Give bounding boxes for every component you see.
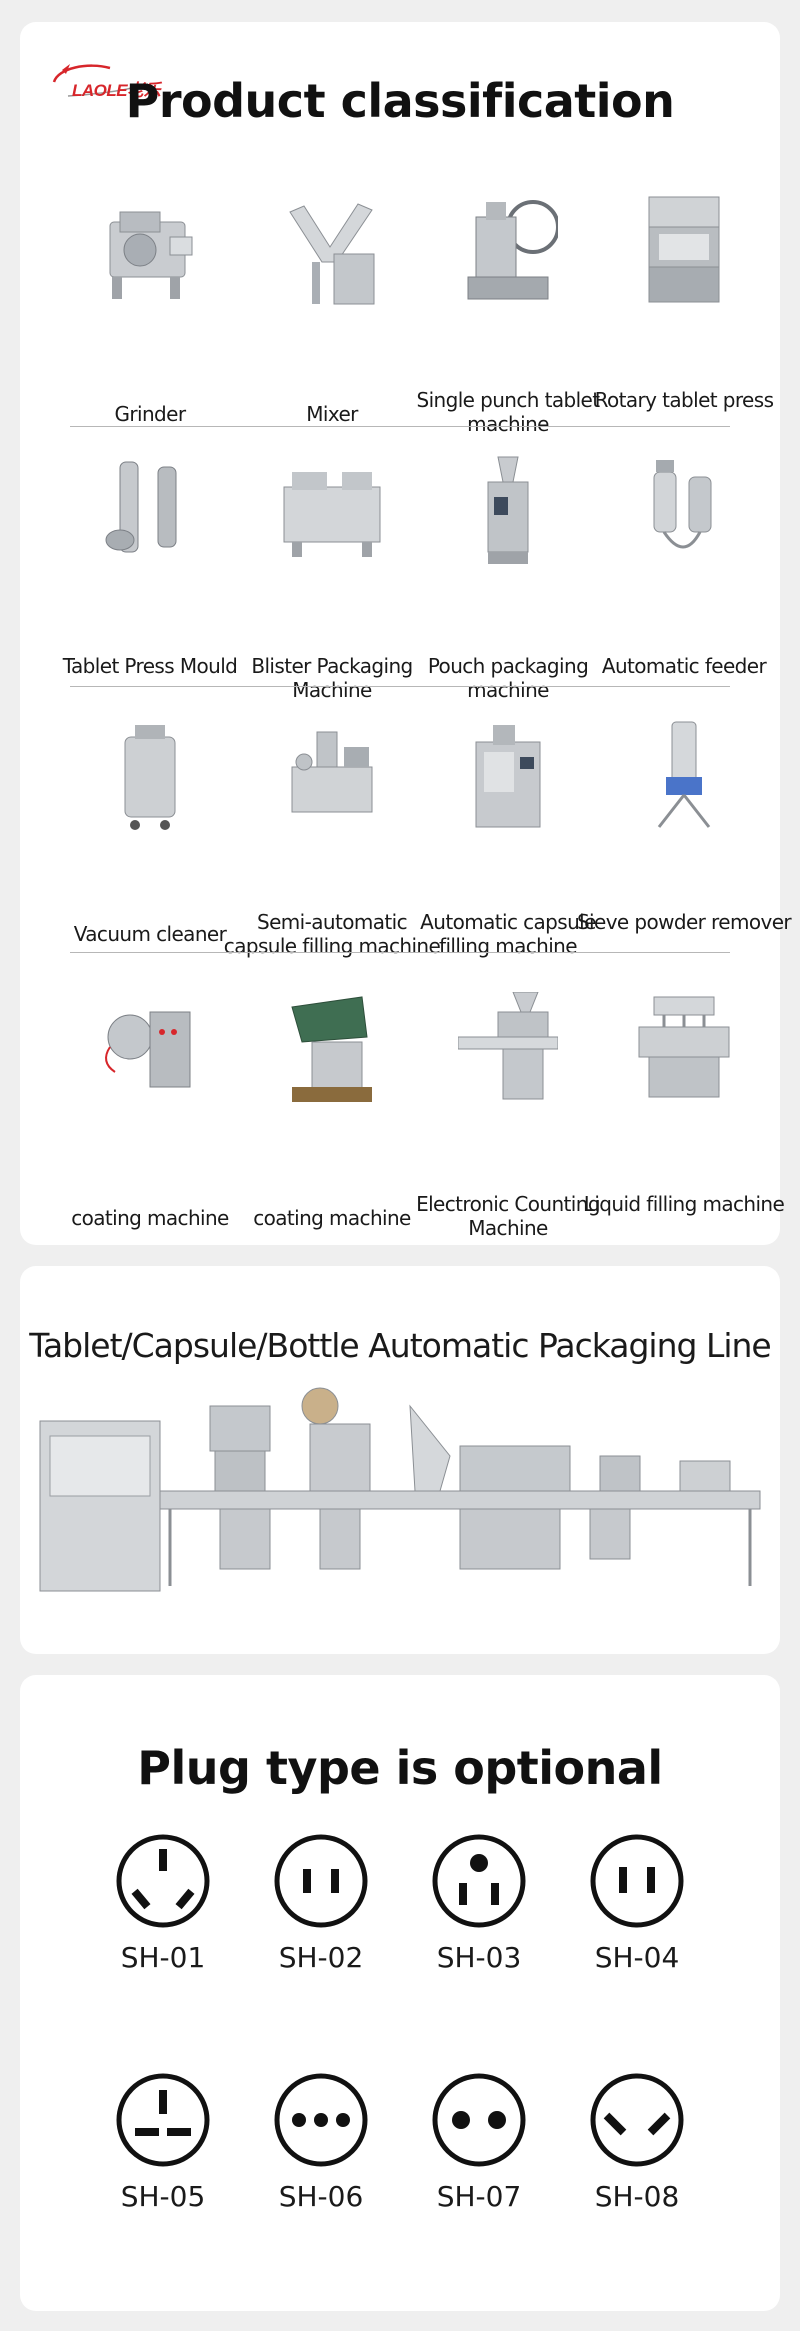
plug-type-title: Plug type is optional [137,1741,663,1795]
product-label: Blister Packaging Machine [251,654,413,702]
plug-label: SH-02 [278,1941,364,1974]
row-divider [70,426,730,427]
sieve-icon [657,721,711,828]
product-label: Single punch tablet machine [416,388,600,436]
grinder-icon [109,211,193,299]
coating-icon [105,1011,191,1088]
plug-label: SH-07 [436,2180,522,2213]
plug-type-card: Plug type is optional SH-01 SH-02 SH-03 [20,1675,780,2311]
feeder-icon [653,460,712,549]
liquid-filling-icon [638,996,730,1098]
blister-icon [283,472,381,557]
logo-text: LAOLE老乐 [72,81,161,100]
product-label: Semi-automatic capsule filling machine [223,910,441,958]
rotary-press-icon [648,196,720,303]
pouch-icon [487,456,529,564]
v-mixer-icon [289,203,375,305]
plug-sh01-icon [116,1834,210,1928]
plug-option-sh07[interactable]: SH-07 [404,2072,554,2242]
row-divider [70,686,730,687]
product-label: Automatic feeder [601,654,767,678]
product-label: Sieve powder remover [576,910,792,934]
plug-option-sh02[interactable]: SH-02 [246,1833,396,2003]
counting-icon [458,992,558,1100]
product-label: coating machine [253,1206,411,1230]
packaging-line-card: Tablet/Capsule/Bottle Automatic Packagin… [20,1266,780,1654]
plug-option-sh06[interactable]: SH-06 [246,2072,396,2242]
packaging-line-icon [39,1387,761,1592]
product-label: Grinder [114,402,187,426]
plug-label: SH-08 [594,2180,680,2213]
plug-label: SH-05 [120,2180,206,2213]
product-label: Pouch packaging machine [427,654,589,702]
vacuum-icon [124,725,176,830]
product-label: Liquid filling machine [583,1192,785,1216]
mould-icon [105,461,177,553]
logo-swoosh-icon [52,64,149,97]
plug-sh03-icon [432,1834,526,1928]
plug-option-sh05[interactable]: SH-05 [88,2072,238,2242]
plug-sh06-icon [274,2073,368,2167]
product-label: Electronic Counting Machine [416,1192,600,1240]
product-label: Vacuum cleaner [73,922,227,946]
plug-sh07-icon [432,2073,526,2167]
brand-logo: LAOLE老乐 [48,60,161,100]
plug-option-sh01[interactable]: SH-01 [88,1833,238,2003]
classification-title: Product classification [125,74,675,128]
plug-option-sh03[interactable]: SH-03 [404,1833,554,2003]
plug-label: SH-04 [594,1941,680,1974]
packaging-line-title: Tablet/Capsule/Bottle Automatic Packagin… [29,1326,771,1365]
semi-capsule-icon [291,731,373,813]
plug-sh04-icon [590,1834,684,1928]
product-label: Automatic capsule filling machine [420,910,596,958]
product-label: Mixer [306,402,358,426]
product-label: coating machine [71,1206,229,1230]
plug-option-sh04[interactable]: SH-04 [562,1833,712,2003]
plug-label: SH-01 [120,1941,206,1974]
product-classification-card: LAOLE老乐 Product classification Grinder M… [20,22,792,1245]
plug-sh05-icon [116,2073,210,2167]
row-divider [70,952,730,953]
plug-label: SH-06 [278,2180,364,2213]
single-punch-icon [467,200,558,300]
coating-pan-icon [291,996,372,1102]
plug-sh08-icon [590,2073,684,2167]
plug-option-sh08[interactable]: SH-08 [562,2072,712,2242]
auto-capsule-icon [475,725,541,828]
plug-sh02-icon [274,1834,368,1928]
product-label: Tablet Press Mould [62,654,238,678]
product-label: Rotary tablet press [594,388,774,412]
plug-label: SH-03 [436,1941,522,1974]
